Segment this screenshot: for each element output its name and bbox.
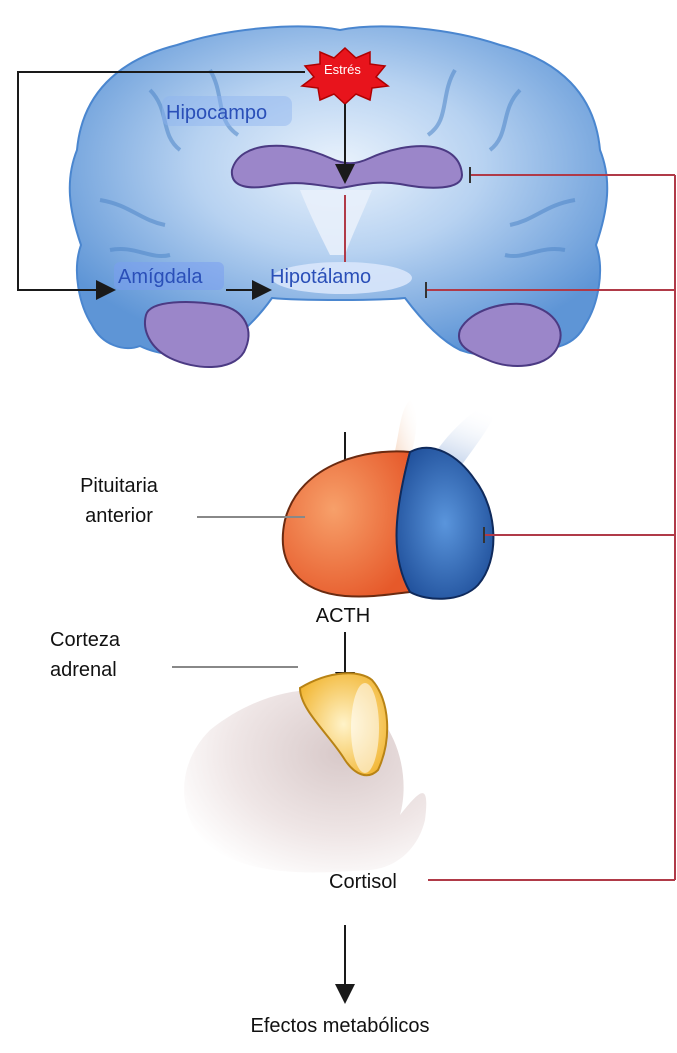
posterior-pituitary-shape [397, 448, 494, 599]
adrenal-label-line1: Corteza [50, 628, 120, 653]
amygdala-label: Amígdala [118, 265, 203, 290]
cortisol-label: Cortisol [329, 870, 397, 895]
stress-label: Estrés [324, 62, 361, 77]
adrenal-label-line2: adrenal [50, 658, 117, 683]
anterior-pituitary-shape [283, 451, 410, 596]
metabolic-effects-label: Efectos metabólicos [160, 1014, 520, 1039]
pituitary-label-line1: Pituitaria [44, 474, 194, 499]
hippocampus-label: Hipocampo [166, 101, 267, 126]
pituitary-label-line2: anterior [44, 504, 194, 529]
pituitary-gland [283, 395, 500, 599]
left-amygdala-shape [145, 302, 248, 367]
adrenal-kidney [184, 673, 426, 872]
avp-label: AVP [300, 375, 390, 400]
acth-label: ACTH [298, 604, 388, 629]
crh-label: CRH [300, 346, 390, 371]
hypothalamus-label: Hipotálamo [270, 265, 371, 290]
